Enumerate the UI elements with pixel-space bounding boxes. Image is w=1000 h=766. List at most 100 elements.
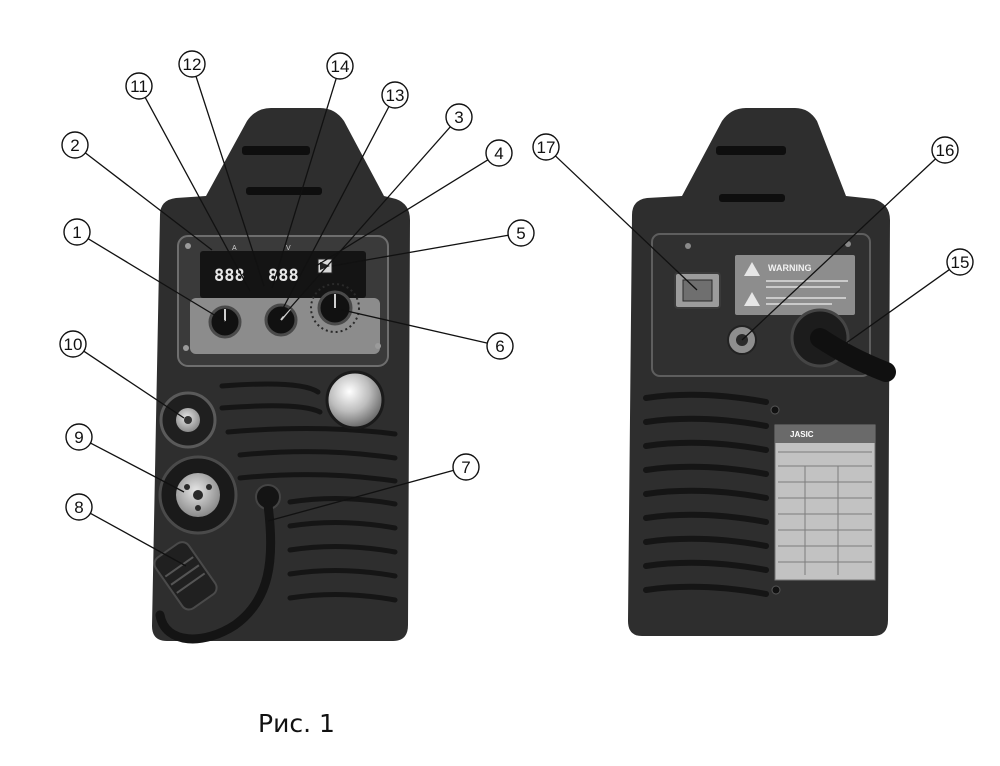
callout-circle bbox=[59, 330, 87, 358]
vent bbox=[643, 415, 769, 429]
callout-number: 1 bbox=[72, 223, 81, 242]
callout-number: 13 bbox=[386, 86, 405, 105]
callout-15: 15 bbox=[841, 248, 974, 347]
callout-circle bbox=[65, 493, 93, 521]
callout-leader-line bbox=[267, 469, 454, 522]
callout-circle bbox=[381, 81, 409, 109]
callout-2: 2 bbox=[61, 131, 213, 251]
rib bbox=[219, 381, 321, 395]
vent bbox=[643, 559, 769, 573]
torch-socket-9-pin bbox=[206, 484, 212, 490]
callout-leader-line bbox=[144, 97, 251, 292]
callout-leader-line bbox=[337, 308, 488, 344]
warning-triangle-icon bbox=[744, 292, 760, 306]
rib bbox=[287, 591, 398, 603]
back-vents bbox=[643, 391, 769, 597]
back-screw bbox=[770, 405, 780, 415]
callout-circle bbox=[326, 52, 354, 80]
callout-9: 9 bbox=[65, 423, 185, 493]
back-handle-slot-top bbox=[716, 146, 786, 155]
back-handle-slot-bottom bbox=[719, 194, 785, 202]
callout-leader-line bbox=[87, 238, 227, 323]
rating-plate: JASIC bbox=[774, 424, 876, 581]
rating-plate-body bbox=[774, 424, 876, 581]
callout-circle bbox=[65, 423, 93, 451]
ammeter-label: A bbox=[232, 245, 237, 252]
callout-leader-line bbox=[83, 350, 185, 419]
callout-leader-line bbox=[554, 155, 698, 291]
callout-5: 5 bbox=[331, 219, 535, 267]
vent bbox=[643, 463, 769, 477]
callout-circle bbox=[125, 72, 153, 100]
callout-number: 12 bbox=[183, 55, 202, 74]
callout-4: 4 bbox=[315, 139, 513, 267]
callout-6: 6 bbox=[337, 308, 514, 360]
connector-ridge bbox=[170, 564, 200, 586]
callout-circle bbox=[507, 219, 535, 247]
back-panel-screw bbox=[685, 243, 691, 249]
panel-screw-br bbox=[375, 343, 381, 349]
callout-number: 15 bbox=[951, 253, 970, 272]
warning-label: WARNING bbox=[768, 263, 812, 273]
callout-number: 7 bbox=[461, 458, 470, 477]
voltmeter-label: V bbox=[286, 245, 291, 252]
callout-leader-line bbox=[315, 159, 489, 267]
earth-connector-8 bbox=[153, 541, 218, 611]
panel-screw-tl bbox=[185, 243, 191, 249]
front-view: A V 888 888 bbox=[152, 108, 410, 644]
callout-leader-line bbox=[282, 126, 451, 317]
polarity-cable bbox=[155, 500, 276, 644]
connector-ridge bbox=[176, 572, 206, 594]
front-ribs bbox=[219, 381, 398, 603]
callout-circle bbox=[63, 218, 91, 246]
callout-13: 13 bbox=[279, 81, 409, 315]
callout-16: 16 bbox=[741, 136, 959, 341]
callout-number: 10 bbox=[64, 335, 83, 354]
rib bbox=[287, 543, 398, 555]
knob-middle-pointer bbox=[280, 308, 291, 321]
callout-17: 17 bbox=[532, 133, 698, 291]
rating-plate-grid bbox=[778, 451, 872, 575]
power-switch-rocker bbox=[682, 279, 713, 302]
vent bbox=[643, 583, 769, 597]
callout-circle bbox=[532, 133, 560, 161]
vent bbox=[643, 391, 769, 405]
warning-sticker bbox=[735, 255, 855, 315]
callout-circle bbox=[486, 332, 514, 360]
callout-circle bbox=[178, 50, 206, 78]
callout-14: 14 bbox=[271, 52, 354, 289]
rib bbox=[237, 449, 398, 461]
rib bbox=[287, 567, 398, 579]
callout-number: 5 bbox=[516, 224, 525, 243]
voltage-display: 888 bbox=[268, 266, 299, 286]
callout-number: 14 bbox=[331, 57, 350, 76]
callout-number: 16 bbox=[936, 141, 955, 160]
callout-3: 3 bbox=[282, 103, 473, 317]
back-view: WARNING JASIC bbox=[628, 108, 896, 636]
callout-leader-line bbox=[84, 152, 213, 251]
rib bbox=[287, 495, 398, 507]
rib bbox=[237, 472, 398, 484]
panel-screw-bl bbox=[183, 345, 189, 351]
vent bbox=[643, 535, 769, 549]
callout-leader-line bbox=[271, 78, 337, 289]
front-handle-slot-top bbox=[242, 146, 310, 155]
current-display: 888 bbox=[214, 266, 245, 286]
callout-11: 11 bbox=[125, 72, 251, 292]
callout-circle bbox=[931, 136, 959, 164]
callout-1: 1 bbox=[63, 218, 227, 323]
callout-number: 6 bbox=[495, 337, 504, 356]
knob-right-scale bbox=[310, 283, 360, 333]
callout-number: 2 bbox=[70, 136, 79, 155]
callout-12: 12 bbox=[178, 50, 265, 287]
callout-circle bbox=[946, 248, 974, 276]
callout-number: 17 bbox=[537, 138, 556, 157]
callout-leader-line bbox=[195, 76, 265, 287]
mode-switch-marker bbox=[320, 262, 330, 270]
warning-triangle-icon bbox=[744, 262, 760, 276]
rib bbox=[219, 403, 323, 415]
callout-circle bbox=[485, 139, 513, 167]
vent bbox=[643, 487, 769, 501]
rating-plate-header bbox=[775, 425, 875, 443]
